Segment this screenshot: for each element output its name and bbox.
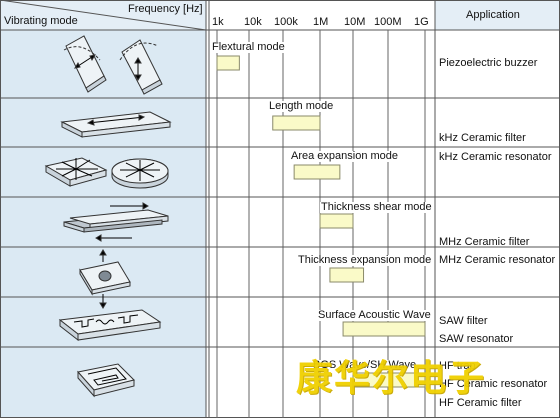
length-plate-icon — [60, 111, 172, 138]
frequency-range-bar — [293, 164, 341, 180]
app-saw-filter: SAW filter — [439, 315, 488, 327]
application-header: Application — [466, 9, 520, 21]
app-piezoelectric-buzzer: Piezoelectric buzzer — [439, 57, 538, 69]
tick-label: 100M — [374, 16, 402, 28]
frequency-bars — [216, 55, 426, 388]
tick-label: 1G — [414, 16, 429, 28]
saw-substrate-icon — [58, 309, 162, 342]
frequency-range-bar — [329, 267, 365, 283]
app-saw-resonator: SAW resonator — [439, 333, 514, 345]
thickness-expansion-plate-icon — [79, 249, 131, 309]
mode-label-saw: Surface Acoustic Wave — [317, 309, 432, 321]
tick-label: 1M — [313, 16, 329, 28]
mode-label-thickness-shear: Thickness shear mode — [320, 201, 433, 213]
app-mhz-ceramic-filter: MHz Ceramic filter — [439, 236, 530, 248]
flexural-twin-bars-icon — [63, 35, 163, 95]
thickness-shear-plate-icon — [63, 202, 169, 242]
frequency-axis-label: Frequency [Hz] — [128, 3, 203, 15]
app-khz-ceramic-resonator: kHz Ceramic resonator — [439, 151, 552, 163]
row-dividers — [0, 97, 560, 348]
app-hf-trap: HF trap — [439, 360, 476, 372]
tick-label: 10M — [344, 16, 366, 28]
area-expansion-plates-icon — [44, 157, 169, 189]
mode-label-thickness-expansion: Thickness expansion mode — [297, 254, 433, 266]
frequency-range-bar — [352, 372, 426, 388]
tick-label: 100k — [274, 16, 298, 28]
tick-label: 10k — [244, 16, 262, 28]
bgs-spiral-chip-icon — [77, 363, 135, 398]
mode-label-flexural: Flextural mode — [211, 41, 286, 53]
frequency-range-bar — [216, 55, 240, 71]
mode-label-area-expansion: Area expansion mode — [290, 150, 400, 162]
vibrating-mode-label: Vibrating mode — [4, 15, 78, 27]
frequency-range-bar — [342, 321, 426, 337]
watermark: 康华尔电子 — [296, 357, 487, 399]
app-hf-ceramic-filter: HF Ceramic filter — [439, 397, 522, 409]
tick-label: 1k — [212, 16, 224, 28]
app-mhz-ceramic-resonator: MHz Ceramic resonator — [439, 254, 556, 266]
frequency-range-bar — [319, 213, 354, 229]
mode-label-length: Length mode — [268, 100, 335, 112]
app-khz-ceramic-filter: kHz Ceramic filter — [439, 132, 526, 144]
frequency-range-bar — [272, 115, 321, 131]
mode-label-bgs: BGS Wave/SH Wave — [312, 359, 418, 371]
app-hf-ceramic-resonator: HF Ceramic resonator — [439, 378, 548, 390]
header-diagonal — [0, 0, 207, 31]
header-right-background — [435, 0, 560, 30]
